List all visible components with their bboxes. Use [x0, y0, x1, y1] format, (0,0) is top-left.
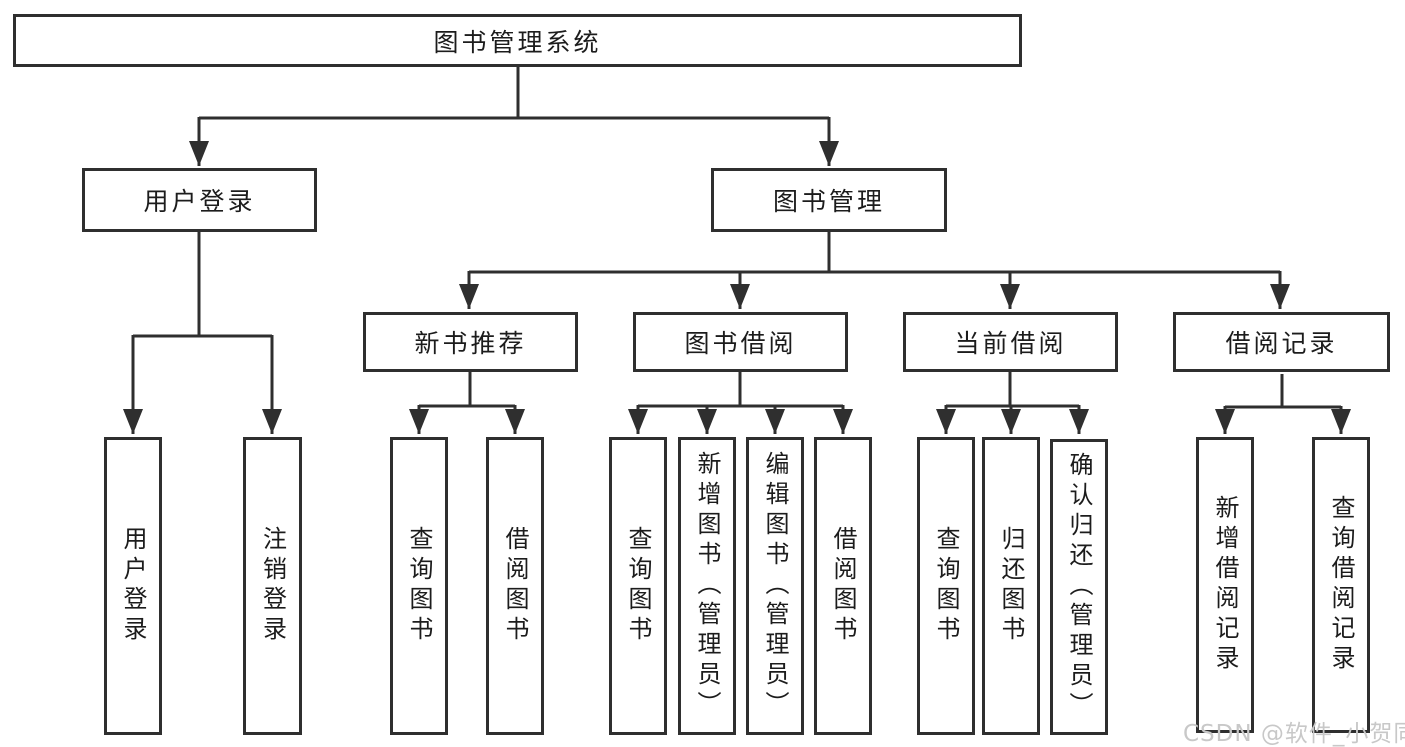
node-book-mgmt: 图书管理: [711, 168, 947, 232]
leaf-query-book-3: 查询图书: [917, 437, 975, 735]
node-new-book-rec: 新书推荐: [363, 312, 578, 372]
leaf-return-book: 归还图书: [982, 437, 1040, 735]
leaf-label: 确认归还（管理员）: [1065, 452, 1093, 722]
leaf-label: 用户登录: [119, 526, 147, 646]
node-borrow-record: 借阅记录: [1173, 312, 1390, 372]
leaf-label: 新增借阅记录: [1211, 495, 1239, 675]
leaf-label: 查询图书: [932, 526, 960, 646]
leaf-logout: 注销登录: [243, 437, 302, 735]
csdn-watermark: CSDN @软件_小贺同学: [1183, 721, 1405, 747]
connector: [199, 66, 829, 120]
leaf-query-borrow-record: 查询借阅记录: [1312, 437, 1370, 733]
node-root: 图书管理系统: [13, 14, 1022, 67]
leaf-confirm-return-admin: 确认归还（管理员）: [1050, 439, 1108, 735]
leaf-label: 查询借阅记录: [1327, 495, 1355, 675]
edges-borrow-record-group: [1215, 374, 1351, 434]
edges-user-login-group: [123, 231, 282, 434]
leaf-add-book-admin: 新增图书（管理员）: [678, 437, 736, 735]
leaf-label: 借阅图书: [501, 526, 529, 646]
leaf-borrow-book-1: 借阅图书: [486, 437, 544, 735]
node-current-borrow: 当前借阅: [903, 312, 1118, 372]
connector: [419, 371, 515, 408]
leaf-borrow-book-2: 借阅图书: [814, 437, 872, 735]
leaf-label: 查询图书: [624, 526, 652, 646]
edges-current-borrow-group: [936, 371, 1089, 434]
leaf-label: 注销登录: [258, 526, 287, 646]
connector: [638, 371, 843, 408]
leaf-label: 借阅图书: [829, 526, 857, 646]
connector: [946, 371, 1079, 408]
leaf-query-book-1: 查询图书: [390, 437, 448, 735]
edges-new-book-group: [409, 371, 525, 434]
edges-book-mgmt-to-level3: [459, 231, 1290, 309]
leaf-user-login: 用户登录: [104, 437, 162, 735]
leaf-query-book-2: 查询图书: [609, 437, 667, 735]
node-user-login: 用户登录: [82, 168, 317, 232]
edges-book-borrow-group: [628, 371, 853, 434]
leaf-label: 查询图书: [405, 526, 433, 646]
leaf-label: 新增图书（管理员）: [693, 451, 721, 721]
leaf-edit-book-admin: 编辑图书（管理员）: [746, 437, 804, 735]
connector: [469, 231, 1280, 274]
connector: [133, 231, 272, 338]
leaf-add-borrow-record: 新增借阅记录: [1196, 437, 1254, 733]
edges-root-to-level2: [189, 66, 839, 166]
connector: [1225, 374, 1341, 409]
leaf-label: 编辑图书（管理员）: [761, 451, 789, 721]
node-book-borrow: 图书借阅: [633, 312, 848, 372]
leaf-label: 归还图书: [997, 526, 1025, 646]
